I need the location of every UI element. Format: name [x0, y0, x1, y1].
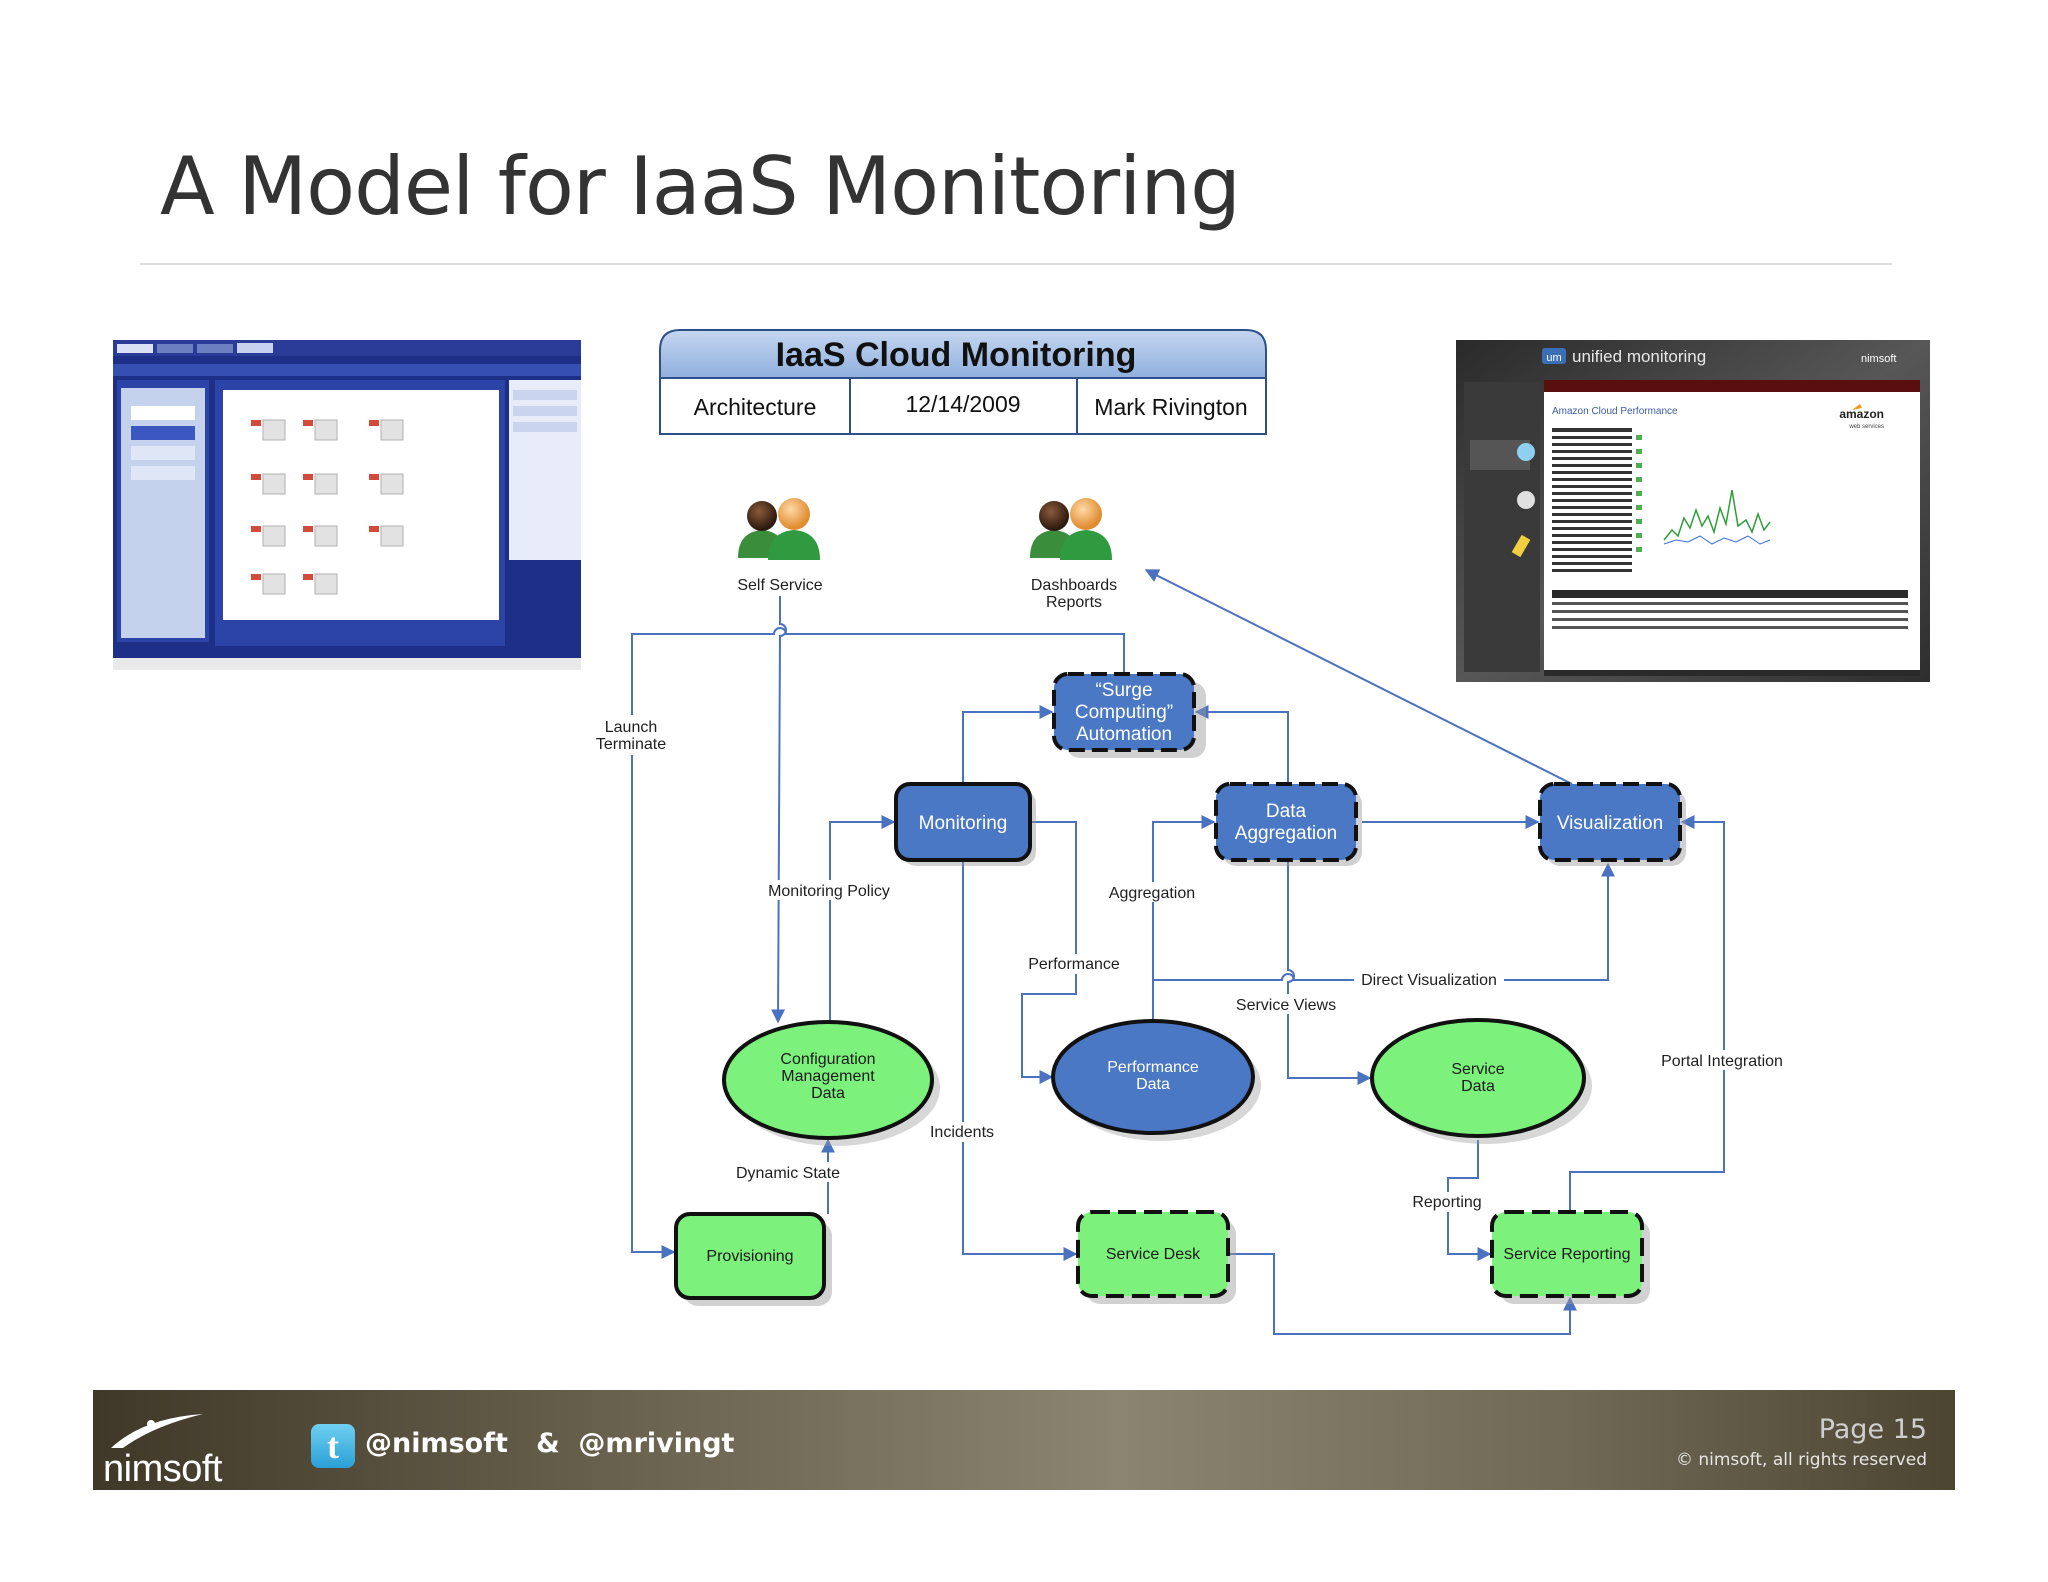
connector-portal-integration	[1569, 815, 1725, 1212]
surge-label-2: Computing”	[1075, 702, 1173, 723]
connector-monitoring-policy	[829, 815, 896, 1022]
dashboards-reports-actor-icon	[1030, 498, 1112, 560]
connector-reporting	[1447, 1140, 1492, 1261]
connector-launch-terminate	[631, 627, 1125, 1259]
performance-data-label-2: Data	[1136, 1076, 1170, 1093]
edge-label-incidents: Incidents	[930, 1124, 994, 1141]
edge-label-direct-visualization: Direct Visualization	[1361, 972, 1497, 989]
connectors	[631, 569, 1725, 1335]
um-vendor-sub: web services	[1848, 424, 1884, 430]
service-reporting-label: Service Reporting	[1503, 1246, 1630, 1263]
connector-self-service-to-cmdb	[771, 596, 787, 1024]
twitter-handles: @nimsoft & @mrivingt	[365, 1428, 735, 1459]
connector-monitoring-to-surge	[962, 705, 1054, 784]
connector-desk-to-reporting	[1228, 1253, 1577, 1335]
twitter-icon: t	[311, 1424, 355, 1468]
visualization-label: Visualization	[1557, 813, 1663, 834]
slide-title: A Model for IaaS Monitoring	[160, 140, 1241, 233]
title-divider	[140, 263, 1892, 265]
node-provisioning: Provisioning	[674, 1212, 832, 1306]
footer-bar: nimsoft t @nimsoft & @mrivingt Page 15 ©…	[93, 1390, 1955, 1490]
cmdb-label-1: Configuration	[780, 1051, 875, 1068]
edge-label-reporting: Reporting	[1412, 1194, 1481, 1211]
connector-visualization-to-dashboards	[1144, 569, 1573, 785]
data-aggregation-label-1: Data	[1266, 801, 1307, 822]
connector-performance	[1021, 821, 1077, 1084]
page-number: Page 15	[1818, 1414, 1927, 1445]
right-screenshot-thumbnail: um unified monitoring nimsoft Amazon Clo…	[1456, 340, 1930, 682]
um-page-title: Amazon Cloud Performance	[1552, 406, 1678, 417]
monitoring-label: Monitoring	[919, 813, 1008, 834]
edge-label-aggregation: Aggregation	[1109, 885, 1195, 902]
edge-label-service-views: Service Views	[1236, 997, 1336, 1014]
connector-aggregation	[1152, 815, 1216, 1020]
node-service-data: Service Data	[1370, 1018, 1592, 1144]
node-monitoring: Monitoring	[894, 782, 1036, 866]
service-data-label-1: Service	[1451, 1061, 1504, 1078]
connector-service-views	[1287, 860, 1372, 1085]
um-brand-text: unified monitoring	[1572, 347, 1706, 366]
service-desk-label: Service Desk	[1106, 1246, 1201, 1263]
header-box: IaaS Cloud Monitoring Architecture 12/14…	[659, 329, 1267, 435]
edge-label-terminate: Terminate	[596, 736, 666, 753]
header-cell-date: 12/14/2009	[905, 391, 1020, 417]
node-surge-computing: “Surge Computing” Automation	[1052, 672, 1206, 758]
surge-label-1: “Surge	[1095, 680, 1152, 701]
node-visualization: Visualization	[1538, 782, 1686, 866]
nimsoft-logo-text: nimsoft	[103, 1448, 222, 1490]
node-service-reporting: Service Reporting	[1490, 1210, 1650, 1304]
svg-text:um: um	[1546, 352, 1561, 364]
connector-aggregation-to-surge	[1194, 705, 1289, 784]
cmdb-label-2: Management	[781, 1068, 875, 1085]
left-screenshot-thumbnail	[113, 340, 581, 670]
edge-label-performance: Performance	[1028, 956, 1120, 973]
node-cmdb: Configuration Management Data	[722, 1020, 940, 1146]
reports-label: Reports	[1046, 594, 1102, 611]
self-service-actor-icon	[738, 498, 820, 560]
edge-label-portal-integration: Portal Integration	[1661, 1053, 1783, 1070]
provisioning-label: Provisioning	[706, 1248, 793, 1265]
node-service-desk: Service Desk	[1076, 1210, 1236, 1304]
edge-label-dynamic-state: Dynamic State	[736, 1165, 840, 1182]
header-cell-author: Mark Rivington	[1094, 394, 1247, 420]
self-service-label: Self Service	[737, 577, 822, 594]
connector-direct-visualization	[1153, 862, 1615, 981]
um-vendor: amazon	[1839, 407, 1884, 421]
copyright-notice: © nimsoft, all rights reserved	[1675, 1450, 1927, 1470]
header-title: IaaS Cloud Monitoring	[776, 336, 1137, 374]
nimsoft-logo: nimsoft	[103, 1412, 363, 1490]
header-cell-architecture: Architecture	[694, 394, 817, 420]
surge-label-3: Automation	[1076, 724, 1172, 745]
connector-incidents	[962, 860, 1078, 1261]
data-aggregation-label-2: Aggregation	[1235, 823, 1337, 844]
dashboards-label: Dashboards	[1031, 577, 1117, 594]
service-data-label-2: Data	[1461, 1078, 1495, 1095]
edge-label-launch: Launch	[605, 719, 658, 736]
nimsoft-swoosh-icon	[111, 1414, 203, 1448]
um-nimsoft-logo: nimsoft	[1861, 353, 1896, 365]
performance-data-label-1: Performance	[1107, 1059, 1199, 1076]
edge-label-monitoring-policy: Monitoring Policy	[768, 883, 890, 900]
cmdb-label-3: Data	[811, 1085, 845, 1102]
node-performance-data: Performance Data	[1051, 1019, 1261, 1141]
node-data-aggregation: Data Aggregation	[1214, 782, 1362, 866]
